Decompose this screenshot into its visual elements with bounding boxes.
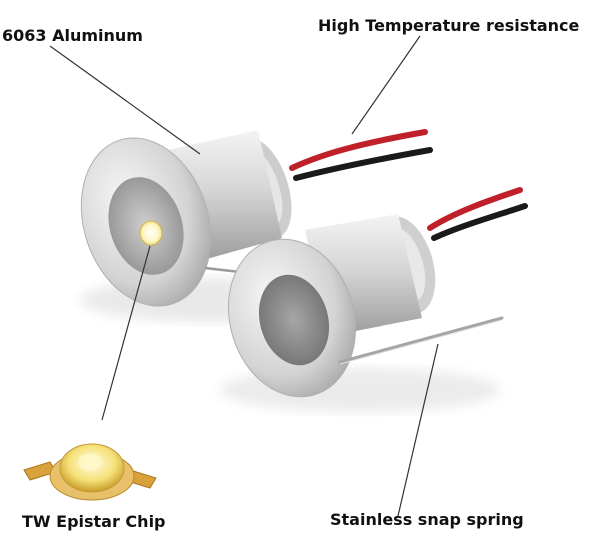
label-aluminum: 6063 Aluminum <box>2 26 143 45</box>
leader-line-spring <box>397 343 439 517</box>
epistar-chip <box>23 443 157 501</box>
led-light-housing <box>227 187 528 398</box>
leader-line-temperature <box>351 35 421 135</box>
label-snap-spring: Stainless snap spring <box>330 510 524 529</box>
leader-line-chip <box>101 245 151 421</box>
led-light-with-chip <box>80 129 433 307</box>
leader-line-aluminum <box>49 45 201 155</box>
label-high-temperature: High Temperature resistance <box>318 16 580 35</box>
label-epistar-chip: TW Epistar Chip <box>22 512 166 531</box>
